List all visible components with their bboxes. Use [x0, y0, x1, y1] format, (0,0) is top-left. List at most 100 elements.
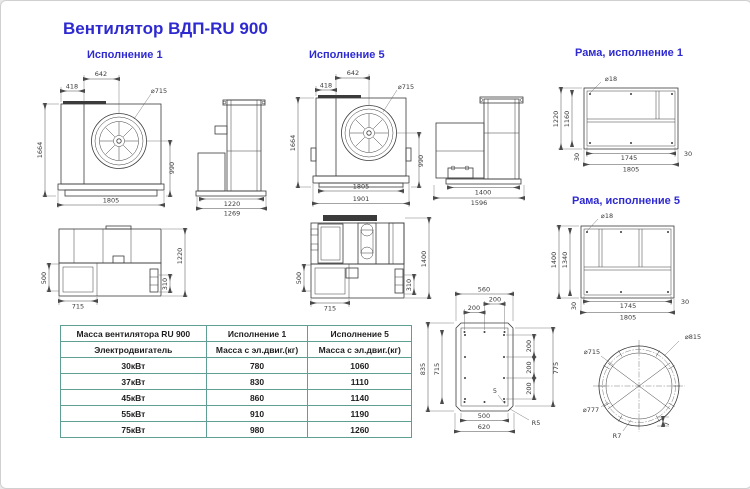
dim-label: 1220: [552, 111, 560, 128]
table-header-cell: Исполнение 5: [307, 325, 412, 342]
table-subheader-row: Электродвигатель Масса с эл.двиг.(кг) Ма…: [60, 341, 412, 358]
dim-label: ⌀18: [605, 75, 617, 83]
exec5-top-view-drawing: 500 715 310 1400: [295, 215, 432, 313]
dim-label: 642: [95, 70, 107, 78]
motor-power-cell: 75кВт: [60, 421, 207, 438]
exec5-side-view-drawing: 1400 1596: [433, 96, 525, 207]
table-subheader-cell: Масса с эл.двиг.(кг): [307, 341, 412, 358]
exec1-front-view-drawing: 642 418 ⌀715 1664 990 1805: [36, 70, 176, 208]
exec5-front-view-drawing: 642 418 ⌀715 1664 990 1805 1901: [289, 69, 425, 207]
dim-label: 990: [417, 155, 425, 167]
dim-label: 835: [419, 363, 427, 375]
table-row: 30кВт 780 1060: [60, 357, 412, 374]
dim-label: R7: [613, 432, 622, 440]
mass-exec1-cell: 830: [205, 373, 309, 390]
dim-label: 500: [478, 412, 490, 420]
dim-label: ⌀18: [601, 212, 613, 220]
dim-label: 30: [684, 150, 692, 158]
dim-label: 310: [161, 278, 169, 290]
dim-label: 1160: [563, 111, 571, 128]
dim-label: 1805: [353, 183, 370, 191]
dim-label: ⌀715: [584, 348, 600, 356]
table-row: 45кВт 860 1140: [60, 389, 412, 406]
motor-power-cell: 37кВт: [60, 373, 207, 390]
dim-label: 418: [66, 83, 78, 91]
table-header-row: Масса вентилятора RU 900 Исполнение 1 Ис…: [60, 325, 412, 342]
mass-table: Масса вентилятора RU 900 Исполнение 1 Ис…: [60, 325, 412, 438]
dim-label: 30: [573, 153, 581, 161]
outlet-flange-drawing: 560 200 200 835 715 200 200 200 775: [419, 286, 560, 434]
dim-label: 1400: [420, 251, 428, 268]
dim-label: 990: [168, 162, 176, 174]
impeller-spokes: [350, 114, 388, 152]
dim-label: 642: [347, 69, 359, 77]
mass-exec5-cell: 1110: [307, 373, 412, 390]
dim-label: 1220: [224, 200, 241, 208]
dim-label: 1901: [353, 195, 370, 203]
dim-label: 715: [324, 305, 336, 313]
table-header-cell: Исполнение 1: [205, 325, 309, 342]
dim-label: 1745: [620, 302, 637, 310]
table-subheader-cell: Электродвигатель: [60, 341, 207, 358]
mass-exec5-cell: 1190: [307, 405, 412, 422]
dim-label: 1664: [36, 142, 44, 159]
dim-label: R5: [532, 419, 541, 427]
bolt-hole-ticks: [598, 345, 680, 427]
mass-exec5-cell: 1260: [307, 421, 412, 438]
dim-label: ⌀715: [398, 83, 414, 91]
dim-label: 715: [72, 303, 84, 311]
dim-label: 620: [478, 423, 490, 431]
dim-label: ⌀715: [151, 87, 167, 95]
dim-label: 500: [295, 272, 303, 284]
dim-label: 310: [405, 279, 413, 291]
dim-label: 418: [320, 82, 332, 90]
mass-exec5-cell: 1060: [307, 357, 412, 374]
table-row: 75кВт 980 1260: [60, 421, 412, 438]
dim-label: 5: [493, 387, 497, 395]
section-heading-exec5: Исполнение 5: [309, 49, 385, 61]
inlet-flange-drawing: ⌀815 ⌀715 ⌀777 R7 7: [583, 333, 701, 440]
dim-label: 200: [525, 340, 533, 352]
section-heading-frame1: Рама, исполнение 1: [575, 47, 683, 59]
dim-label: 1745: [621, 154, 638, 162]
dim-label: 30: [681, 298, 689, 306]
dim-label: 1596: [471, 199, 488, 207]
dim-label: 775: [552, 362, 560, 374]
exec1-top-view-drawing: 500 715 310 1220: [40, 225, 188, 311]
frame1-drawing: ⌀18 1220 1160 30 1745 30 1805: [552, 75, 692, 174]
table-row: 55кВт 910 1190: [60, 405, 412, 422]
motor-power-cell: 30кВт: [60, 357, 207, 374]
exec1-side-view-drawing: 1220 1269: [195, 99, 267, 218]
dim-label: ⌀777: [583, 406, 599, 414]
frame5-drawing: ⌀18 1400 1340 30 1745 30 1805: [550, 212, 689, 322]
dim-label: 200: [525, 361, 533, 373]
dim-label: 30: [570, 302, 578, 310]
dim-label: 1664: [289, 135, 297, 152]
mass-exec1-cell: 980: [205, 421, 309, 438]
mass-exec1-cell: 910: [205, 405, 309, 422]
mass-exec1-cell: 780: [205, 357, 309, 374]
mass-exec5-cell: 1140: [307, 389, 412, 406]
dim-label: 560: [478, 286, 490, 294]
dim-label: 7: [663, 422, 671, 426]
dim-label: 715: [433, 363, 441, 375]
dim-label: 500: [40, 272, 48, 284]
table-row: 37кВт 830 1110: [60, 373, 412, 390]
dim-label: 1805: [623, 166, 640, 174]
dim-label: 1805: [620, 314, 637, 322]
dim-label: 200: [525, 382, 533, 394]
dim-label: 1269: [224, 210, 241, 218]
dim-label: 1805: [103, 197, 120, 205]
dim-label: 200: [489, 296, 501, 304]
section-heading-frame5: Рама, исполнение 5: [572, 195, 680, 207]
motor-power-cell: 55кВт: [60, 405, 207, 422]
dim-label: ⌀815: [685, 333, 701, 341]
mass-exec1-cell: 860: [205, 389, 309, 406]
motor-power-cell: 45кВт: [60, 389, 207, 406]
section-heading-exec1: Исполнение 1: [87, 49, 163, 61]
page-title: Вентилятор ВДП-RU 900: [63, 19, 268, 38]
dim-label: 200: [468, 304, 480, 312]
impeller-spokes: [100, 122, 138, 160]
